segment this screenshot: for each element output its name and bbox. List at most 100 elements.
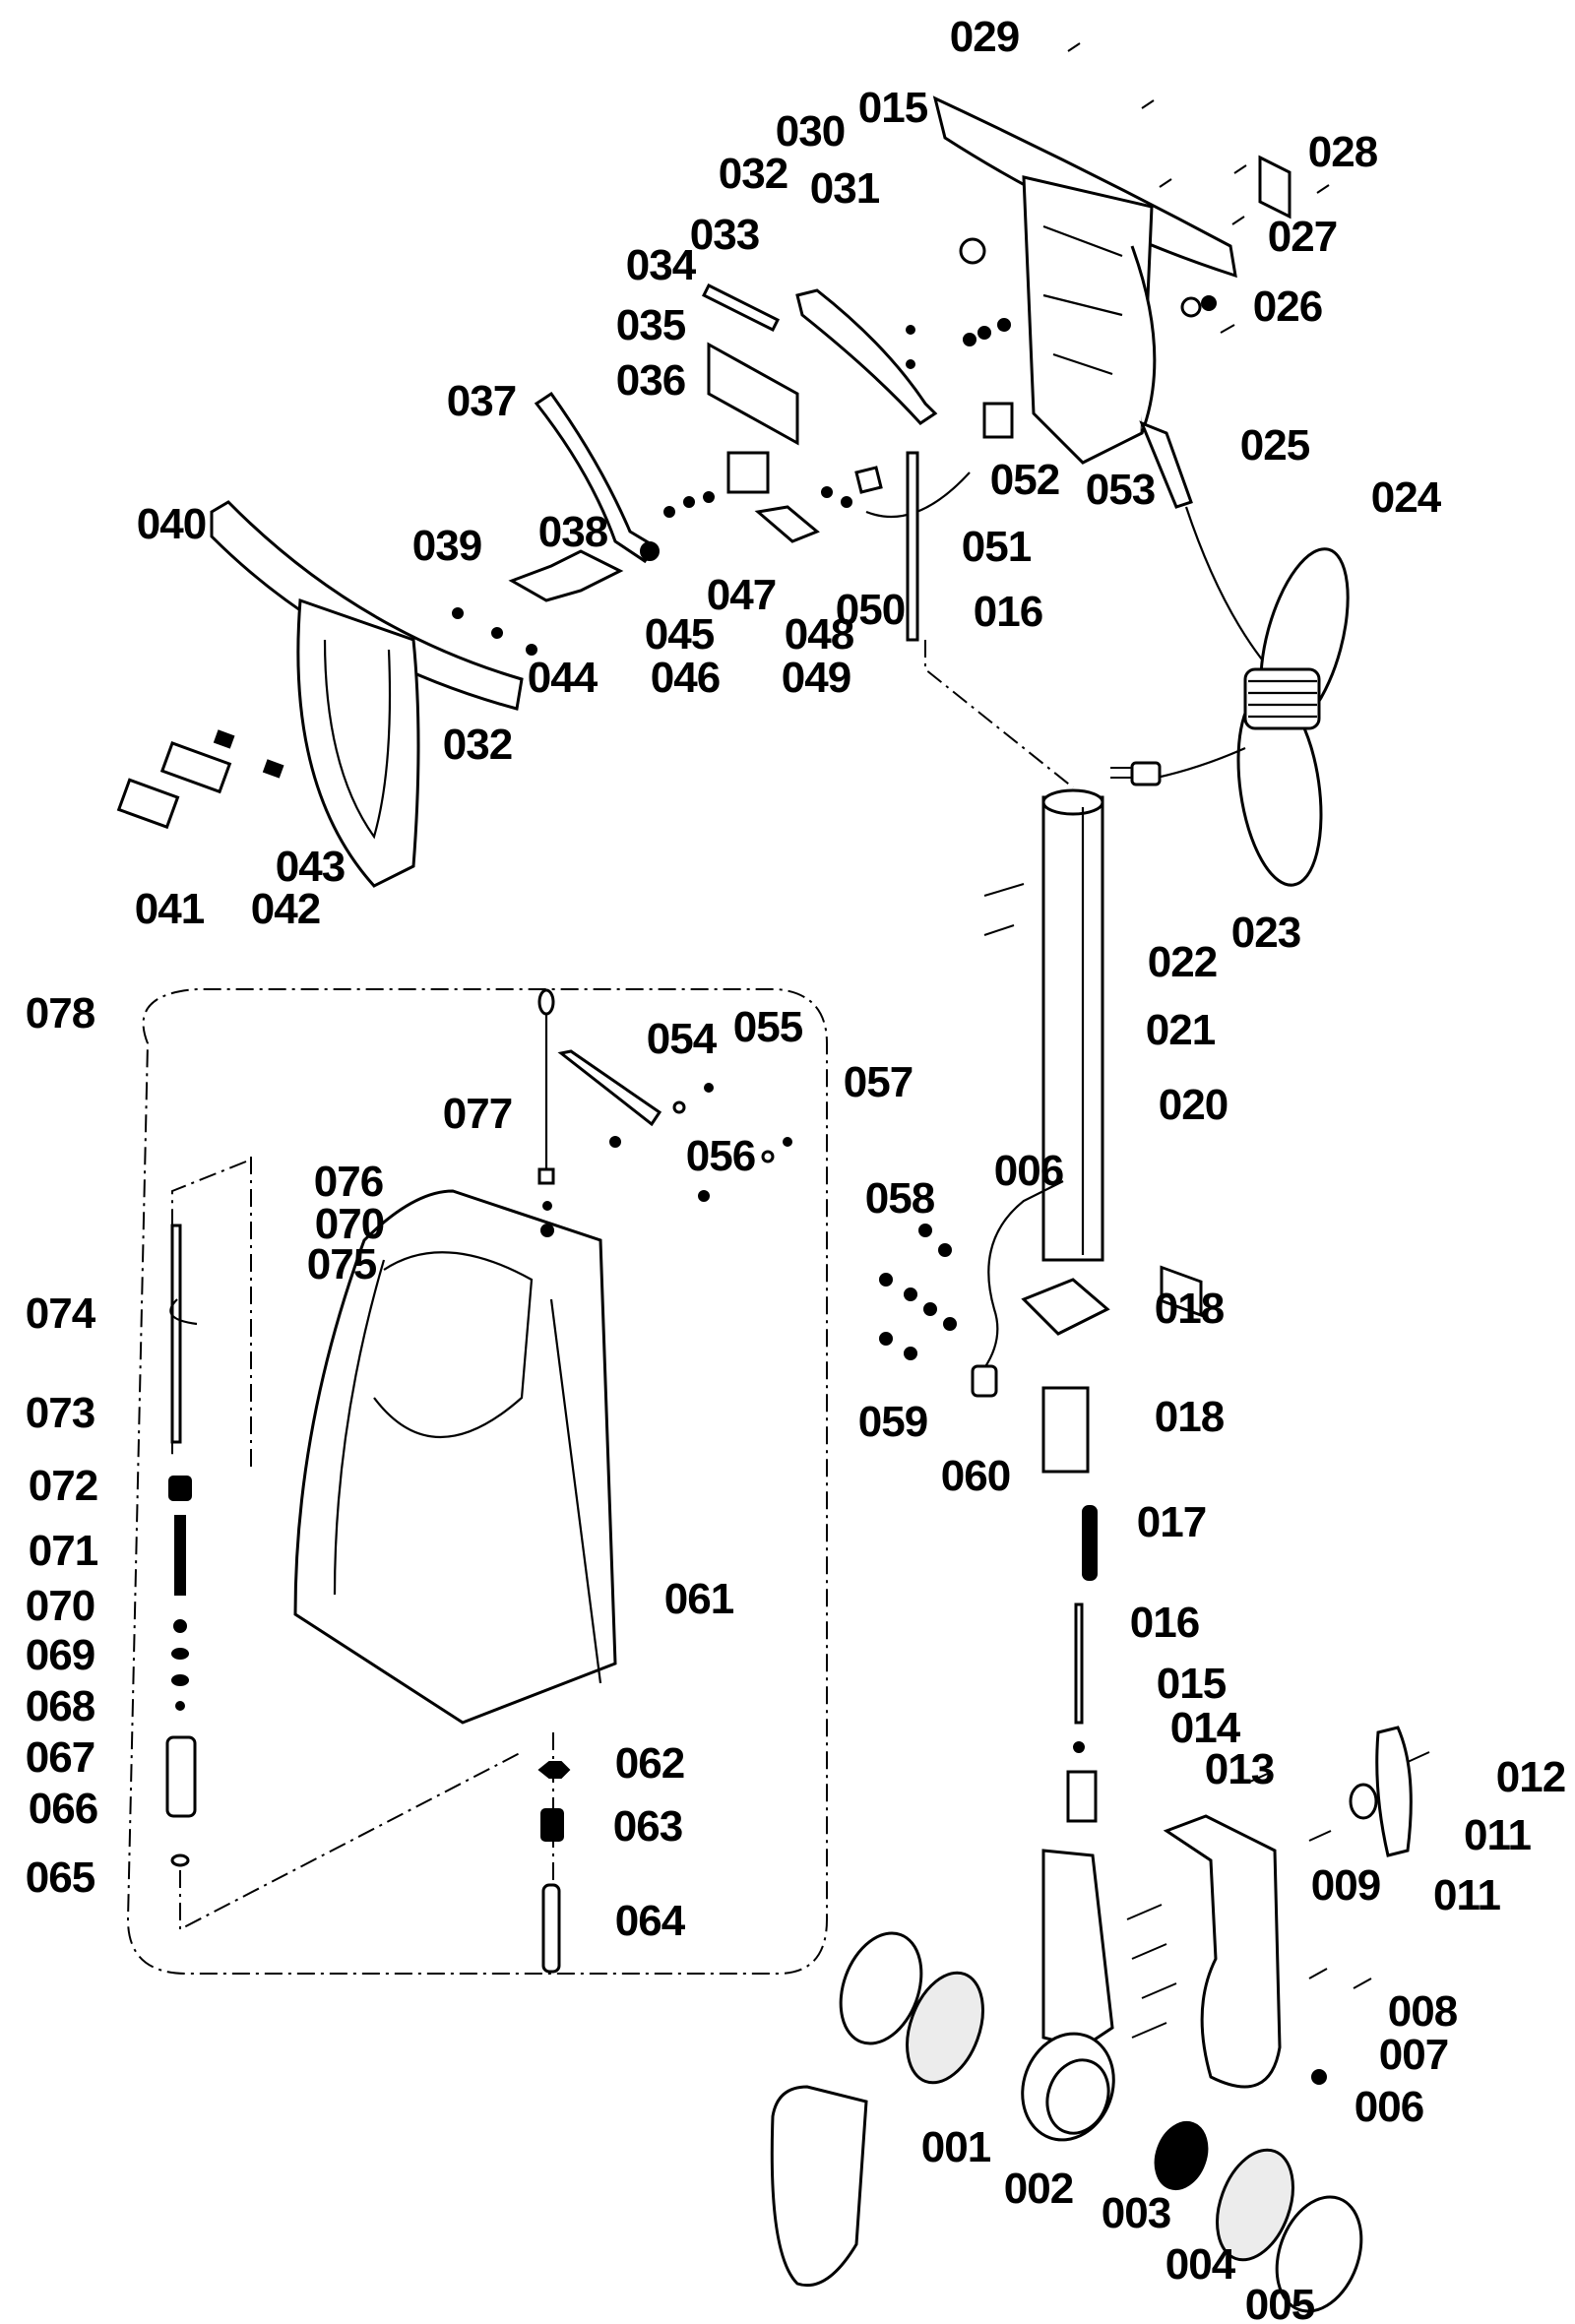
bracket-part	[854, 466, 883, 494]
callout-074: 074	[25, 1289, 95, 1338]
spring-part	[959, 237, 986, 265]
bushing-part	[1066, 1770, 1098, 1823]
callout-063: 063	[612, 1802, 683, 1851]
callout-032: 032	[718, 150, 788, 198]
callout-016-lower: 016	[1129, 1599, 1200, 1647]
callout-051: 051	[961, 523, 1032, 571]
callout-015-lower: 015	[1156, 1660, 1227, 1708]
callout-027: 027	[1267, 213, 1338, 261]
label-plate-part	[1258, 155, 1292, 220]
callout-022: 022	[1147, 938, 1218, 986]
callout-068: 068	[25, 1682, 95, 1730]
callout-077: 077	[442, 1090, 513, 1138]
badge-part	[116, 778, 180, 830]
callout-043: 043	[275, 843, 346, 891]
callout-061: 061	[663, 1575, 734, 1623]
bag-housing-part	[293, 1189, 617, 1725]
harness-part	[983, 1180, 1064, 1369]
pedal-insert-part	[1041, 1386, 1090, 1474]
assembly-line	[924, 640, 1074, 788]
clip-part	[701, 283, 781, 333]
callout-070-lower: 070	[25, 1582, 95, 1630]
callout-053: 053	[1085, 466, 1156, 514]
rod-part-016	[1074, 1602, 1084, 1725]
switch-housing-part	[726, 451, 770, 494]
switch-bracket-part	[707, 342, 799, 446]
rod-part	[906, 451, 919, 642]
callout-002: 002	[1003, 2165, 1074, 2213]
callout-021: 021	[1145, 1006, 1216, 1054]
callout-017: 017	[1136, 1498, 1207, 1546]
handle-tube-part	[210, 500, 524, 711]
callout-009: 009	[1310, 1861, 1381, 1910]
switch-part	[982, 402, 1014, 439]
callout-030: 030	[775, 107, 846, 156]
callout-035: 035	[615, 301, 686, 349]
nut-set	[879, 1224, 957, 1360]
callout-050: 050	[835, 586, 906, 634]
callout-011-lower: 011	[1433, 1871, 1501, 1919]
washer-part	[1180, 296, 1202, 318]
screw-set-middle	[452, 486, 852, 656]
callout-040: 040	[136, 500, 207, 548]
callout-034: 034	[625, 241, 696, 289]
callout-015: 015	[857, 84, 928, 132]
callout-007: 007	[1378, 2031, 1449, 2079]
callout-078: 078	[25, 989, 95, 1037]
callout-024: 024	[1370, 473, 1441, 522]
nut-part	[1201, 295, 1217, 311]
callout-003: 003	[1101, 2189, 1171, 2237]
callout-070: 070	[314, 1200, 385, 1248]
callout-071: 071	[28, 1527, 98, 1575]
latch-part	[508, 549, 624, 602]
callout-067: 067	[25, 1733, 95, 1782]
callout-060: 060	[940, 1452, 1011, 1500]
callout-037: 037	[446, 377, 517, 425]
lower-handle-part	[296, 597, 420, 888]
callout-054: 054	[646, 1015, 717, 1063]
callout-006-lower: 006	[1354, 2083, 1424, 2131]
bar-part	[557, 1049, 662, 1127]
callout-044: 044	[527, 654, 598, 702]
warning-label-part	[1160, 1265, 1203, 1318]
callout-005: 005	[1244, 2281, 1315, 2324]
callout-025: 025	[1239, 421, 1310, 470]
callout-048: 048	[784, 610, 854, 659]
callout-073: 073	[25, 1389, 95, 1437]
callout-072: 072	[28, 1462, 98, 1510]
callout-008: 008	[1387, 1987, 1458, 2036]
callout-052: 052	[989, 456, 1060, 504]
base-assembly-parts	[770, 1726, 1430, 2313]
callout-069: 069	[25, 1631, 95, 1679]
callout-016: 016	[973, 588, 1043, 636]
pedal-cap-part	[1021, 1278, 1110, 1336]
callout-045: 045	[644, 610, 715, 659]
callout-064: 064	[614, 1897, 685, 1945]
callout-038: 038	[537, 508, 608, 556]
lever-part	[795, 288, 938, 425]
valve-stack-parts	[165, 1224, 198, 1867]
callout-014: 014	[1169, 1704, 1240, 1752]
callout-031: 031	[809, 164, 880, 213]
callout-011: 011	[1464, 1811, 1532, 1859]
callout-006: 006	[993, 1147, 1064, 1195]
main-tube-part	[983, 788, 1104, 1262]
callout-075: 075	[306, 1240, 377, 1288]
callout-046: 046	[650, 654, 721, 702]
callout-066: 066	[28, 1785, 98, 1833]
cable-end-part	[537, 1167, 555, 1185]
callout-041: 041	[134, 885, 205, 933]
callout-012: 012	[1495, 1753, 1566, 1801]
callout-026: 026	[1252, 283, 1323, 331]
callout-013: 013	[1204, 1745, 1275, 1793]
callout-036: 036	[615, 356, 686, 405]
callout-028: 028	[1307, 128, 1378, 176]
callout-029: 029	[949, 13, 1020, 61]
callout-047: 047	[706, 571, 777, 619]
callout-004: 004	[1165, 2240, 1235, 2289]
callout-018: 018	[1154, 1285, 1225, 1333]
connector-part	[971, 1364, 998, 1398]
callout-058: 058	[864, 1174, 935, 1223]
callout-018-lower: 018	[1154, 1393, 1225, 1441]
